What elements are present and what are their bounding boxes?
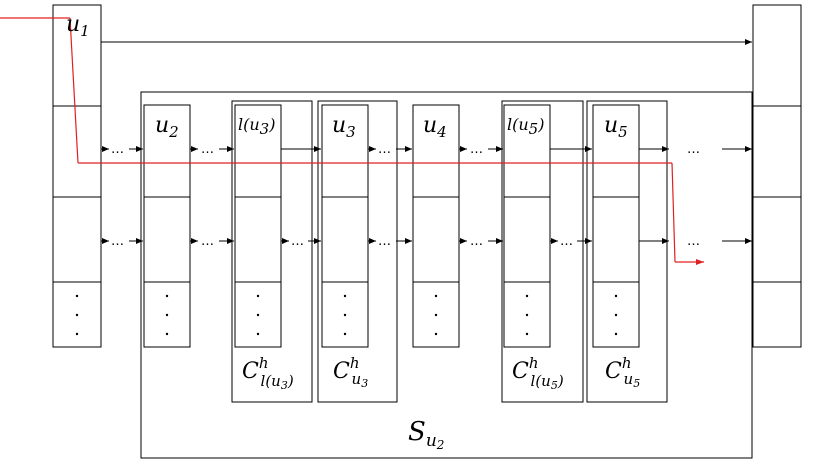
ellipsis-r1-1: … bbox=[111, 142, 124, 157]
caption-box-c-lu3 bbox=[231, 100, 313, 403]
label-u5: u5 bbox=[604, 113, 628, 141]
label-l-u3: l(u3) bbox=[238, 115, 275, 138]
ellipsis-r1-2: … bbox=[201, 142, 214, 157]
column-l-u3 bbox=[234, 104, 282, 348]
caption-box-c-u5 bbox=[586, 100, 668, 403]
ellipsis-r2-3: … bbox=[291, 234, 304, 249]
set-label-s-u2: Su2 bbox=[408, 417, 444, 452]
ellipsis-r2-5: … bbox=[470, 234, 483, 249]
column-u1 bbox=[52, 4, 102, 348]
column-right bbox=[752, 4, 802, 348]
label-l-u5: l(u5) bbox=[507, 115, 544, 138]
ellipsis-r2-2: … bbox=[201, 234, 214, 249]
column-u4 bbox=[412, 104, 460, 348]
column-u5 bbox=[592, 104, 640, 348]
label-u4: u4 bbox=[423, 113, 447, 141]
column-l-u5 bbox=[503, 104, 551, 348]
ellipsis-r2-6: … bbox=[560, 234, 573, 249]
ellipsis-r1-3: … bbox=[378, 142, 391, 157]
ellipsis-r2-7: … bbox=[687, 234, 700, 249]
label-u3: u3 bbox=[332, 113, 356, 141]
vertical-dots bbox=[75, 294, 618, 336]
ellipsis-r1-4: … bbox=[470, 142, 483, 157]
caption-box-c-u3 bbox=[317, 100, 398, 403]
caption-box-c-lu5 bbox=[501, 100, 584, 403]
ellipsis-r2-1: … bbox=[111, 234, 124, 249]
column-u2 bbox=[143, 104, 191, 348]
ellipsis-r2-4: … bbox=[378, 234, 391, 249]
label-u2: u2 bbox=[155, 113, 179, 141]
red-path bbox=[0, 17, 704, 265]
column-u3 bbox=[321, 104, 369, 348]
set-s-u2-box bbox=[140, 91, 753, 459]
label-u1: u1 bbox=[66, 12, 90, 40]
ellipsis-r1-5: … bbox=[687, 142, 700, 157]
